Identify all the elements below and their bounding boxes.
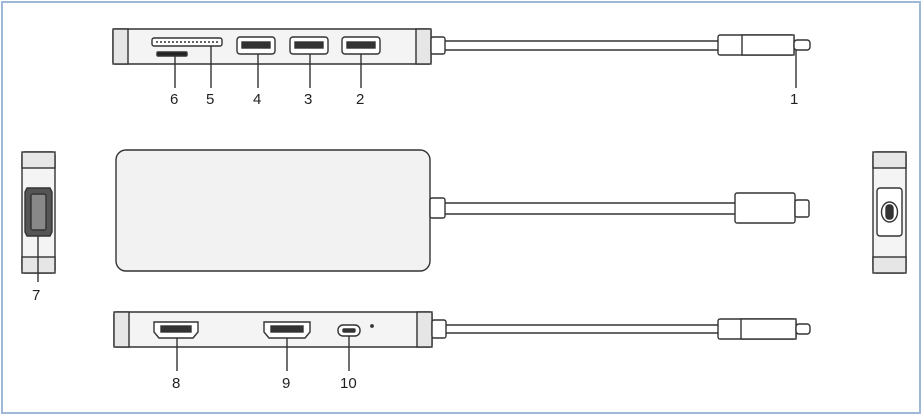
bottom-strain-relief	[431, 319, 447, 339]
usb-a-port-2	[341, 36, 381, 55]
usb-c-pd-port	[337, 324, 361, 337]
mid-usb-c-tip	[794, 199, 810, 218]
hdmi-port-8	[153, 321, 199, 339]
mid-usb-c-plug	[734, 192, 796, 224]
left-end-view	[21, 151, 56, 282]
hdmi-port-9	[263, 321, 311, 339]
callout-9: 9	[282, 375, 290, 392]
callout-3: 3	[304, 91, 312, 108]
bottom-side-view	[113, 311, 811, 371]
usb-a-port-4	[236, 36, 276, 55]
callout-2: 2	[356, 91, 364, 108]
micro-sd-slot	[156, 51, 188, 57]
hub-top-body	[115, 149, 431, 272]
sd-card-slot	[151, 37, 223, 47]
callout-7: 7	[32, 287, 40, 304]
top-side-view	[112, 28, 811, 88]
mid-strain-relief	[429, 197, 446, 219]
top-usb-c-tip	[793, 39, 811, 51]
callout-6: 6	[170, 91, 178, 108]
top-left-endcap	[112, 28, 129, 65]
led-indicator	[370, 324, 374, 328]
main-top-view	[115, 149, 810, 272]
callout-1: 1	[790, 91, 798, 108]
top-strain-relief	[430, 36, 446, 55]
vga-port	[24, 187, 53, 237]
callout-10: 10	[340, 375, 357, 392]
usb-a-port-3	[289, 36, 329, 55]
usb-c-cable-end	[880, 201, 899, 223]
top-right-endcap	[415, 28, 432, 65]
callout-8: 8	[172, 375, 180, 392]
callout-5: 5	[206, 91, 214, 108]
right-end-view	[872, 151, 907, 274]
callout-4: 4	[253, 91, 261, 108]
bottom-usb-c-tip	[795, 323, 811, 335]
